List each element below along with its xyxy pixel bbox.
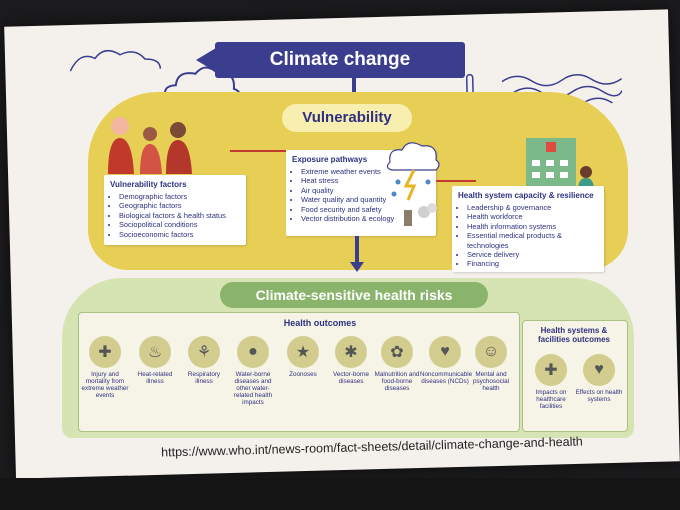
- hands-heart-icon: ♥: [583, 354, 615, 386]
- list-item: Socioeconomic factors: [119, 230, 240, 239]
- bottom-bezel: [0, 478, 680, 510]
- thermometer-icon: ♨: [139, 336, 171, 368]
- list-item: Health workforce: [467, 212, 598, 221]
- heart-monitor-icon: ♥: [429, 336, 461, 368]
- down-arrow-icon: [350, 262, 364, 272]
- list-item: Extreme weather events: [301, 167, 430, 176]
- list-item: Essential medical products & technologie…: [467, 231, 598, 250]
- arrow-stem: [355, 236, 359, 264]
- outcome-injury: ✚ Injury and mortality from extreme weat…: [80, 336, 130, 399]
- health-risks-banner: Climate-sensitive health risks: [220, 282, 488, 308]
- list-item: Heat stress: [301, 176, 430, 185]
- list-item: Food security and safety: [301, 205, 430, 214]
- facilities-outcomes-title: Health systems & facilities outcomes: [537, 326, 611, 344]
- list-item: Sociopolitical conditions: [119, 220, 240, 229]
- crops-icon: ✿: [381, 336, 413, 368]
- hospital-icon: [526, 138, 594, 190]
- health-system-box: Health system capacity & resilience Lead…: [452, 186, 604, 272]
- list-item: Demographic factors: [119, 192, 240, 201]
- outcome-vector: ✱ Vector-borne diseases: [326, 336, 376, 385]
- list-item: Geographic factors: [119, 201, 240, 210]
- storm-cloud-icon: [386, 142, 440, 226]
- health-outcomes-panel: [78, 312, 520, 432]
- list-item: Vector distribution & ecology: [301, 214, 430, 223]
- outcome-zoonoses: ★ Zoonoses: [278, 336, 328, 378]
- list-item: Air quality: [301, 186, 430, 195]
- health-system-heading: Health system capacity & resilience: [458, 191, 594, 200]
- outcome-health-systems: ♥ Effects on health systems: [574, 354, 624, 403]
- outcome-heat: ♨ Heat-related illness: [130, 336, 180, 385]
- animals-icon: ★: [287, 336, 319, 368]
- cloud-outline-icon: [69, 50, 162, 72]
- vulnerability-title: Vulnerability: [282, 104, 412, 132]
- vulnerability-factors-box: Vulnerability factors Demographic factor…: [104, 175, 246, 245]
- lungs-icon: ⚘: [188, 336, 220, 368]
- exposure-pathways-heading: Exposure pathways: [292, 155, 368, 164]
- people-illustration-icon: [108, 117, 192, 174]
- list-item: Leadership & governance: [467, 203, 598, 212]
- list-item: Health information systems: [467, 222, 598, 231]
- vulnerability-factors-heading: Vulnerability factors: [110, 180, 187, 189]
- injured-person-icon: ✚: [89, 336, 121, 368]
- outcome-malnutrition: ✿ Malnutrition and food-borne diseases: [372, 336, 422, 392]
- hospital-icon: ✚: [535, 354, 567, 386]
- list-item: Water quality and quantity: [301, 195, 430, 204]
- list-item: Biological factors & health status: [119, 211, 240, 220]
- outcome-respiratory: ⚘ Respiratory illness: [179, 336, 229, 385]
- mosquito-icon: ✱: [335, 336, 367, 368]
- outcome-healthcare-facilities: ✚ Impacts on healthcare facilities: [526, 354, 576, 410]
- health-outcomes-title: Health outcomes: [283, 318, 357, 328]
- outcome-mental: ☺ Mental and psychosocial health: [466, 336, 516, 392]
- head-icon: ☺: [475, 336, 507, 368]
- list-item: Financing: [467, 259, 598, 268]
- outcome-water: ● Water-borne diseases and other water-r…: [228, 336, 278, 406]
- water-drop-icon: ●: [237, 336, 269, 368]
- list-item: Service delivery: [467, 250, 598, 259]
- double-arrow-right: [436, 180, 476, 182]
- climate-change-banner: Climate change: [215, 42, 465, 78]
- outcome-ncd: ♥ Noncommunicable diseases (NCDs): [420, 336, 472, 385]
- arrow-stem: [352, 78, 356, 96]
- double-arrow-left: [230, 150, 286, 152]
